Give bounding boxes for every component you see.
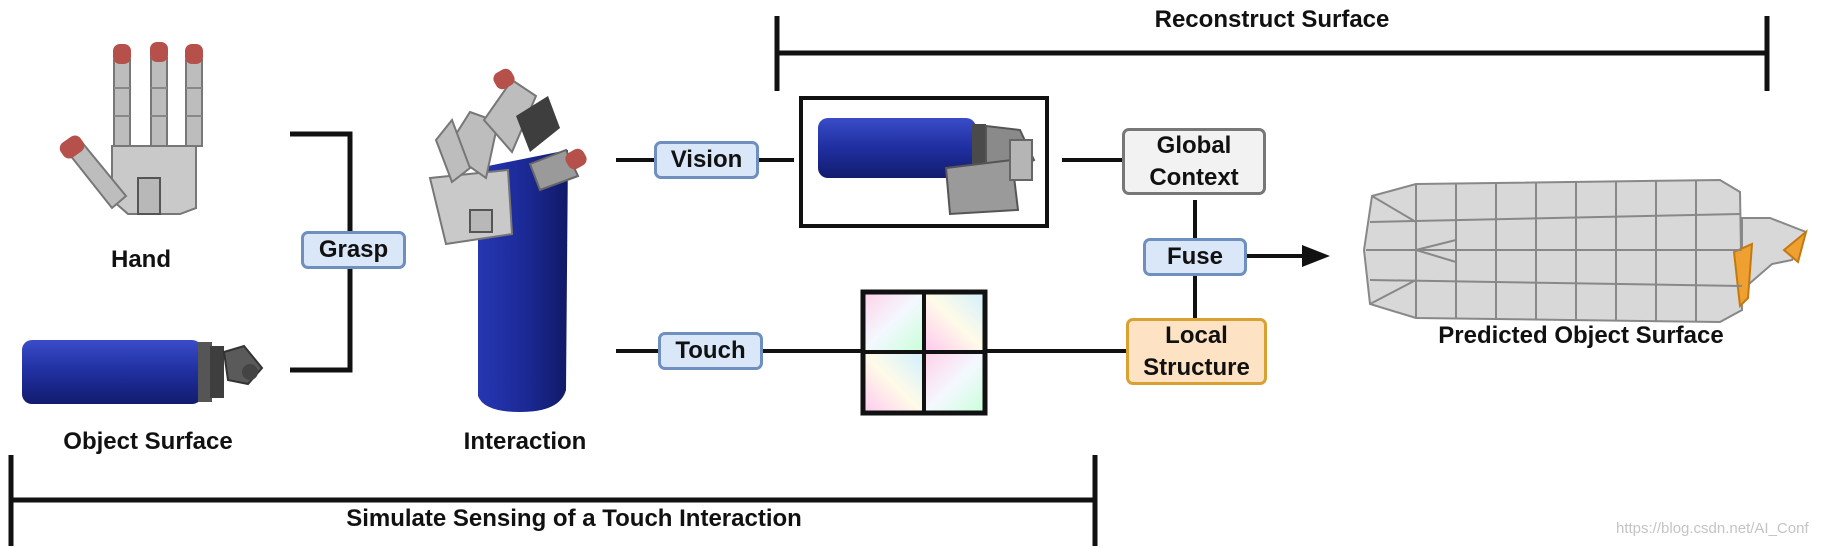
arrow-right-icon bbox=[1302, 245, 1330, 267]
object-surface-label: Object Surface bbox=[63, 428, 233, 455]
local-structure-box: Local Structure bbox=[1126, 318, 1267, 385]
vision-box: Vision bbox=[654, 141, 759, 179]
global-context-box: Global Context bbox=[1122, 128, 1266, 195]
simulate-bracket bbox=[8, 455, 1098, 546]
predicted-surface-label: Predicted Object Surface bbox=[1438, 322, 1724, 349]
local-structure-line-1: Local bbox=[1165, 321, 1228, 349]
interaction-label: Interaction bbox=[463, 428, 587, 455]
grasp-box: Grasp bbox=[301, 231, 406, 269]
hand-label: Hand bbox=[111, 246, 171, 273]
mesh-surface-icon bbox=[1362, 178, 1808, 324]
touch-box: Touch bbox=[658, 332, 763, 370]
watermark: https://blog.csdn.net/AI_Conf bbox=[1616, 520, 1809, 537]
global-context-line-1: Global bbox=[1156, 131, 1232, 159]
global-context-line-2: Context bbox=[1149, 163, 1239, 191]
touch-sensor-grid-icon bbox=[860, 289, 988, 416]
reconstruct-bracket bbox=[774, 16, 1770, 91]
simulate-sensing-label: Simulate Sensing of a Touch Interaction bbox=[346, 505, 802, 532]
diagram-title: Reconstruct Surface bbox=[1154, 6, 1390, 33]
robot-hand-icon bbox=[59, 42, 203, 215]
grasp-interaction-icon bbox=[428, 68, 587, 412]
connector-lines bbox=[616, 158, 1306, 353]
local-structure-line-2: Structure bbox=[1143, 353, 1250, 381]
bottle-icon bbox=[22, 340, 264, 404]
camera-view-icon bbox=[799, 96, 1049, 228]
fuse-box: Fuse bbox=[1143, 238, 1247, 276]
